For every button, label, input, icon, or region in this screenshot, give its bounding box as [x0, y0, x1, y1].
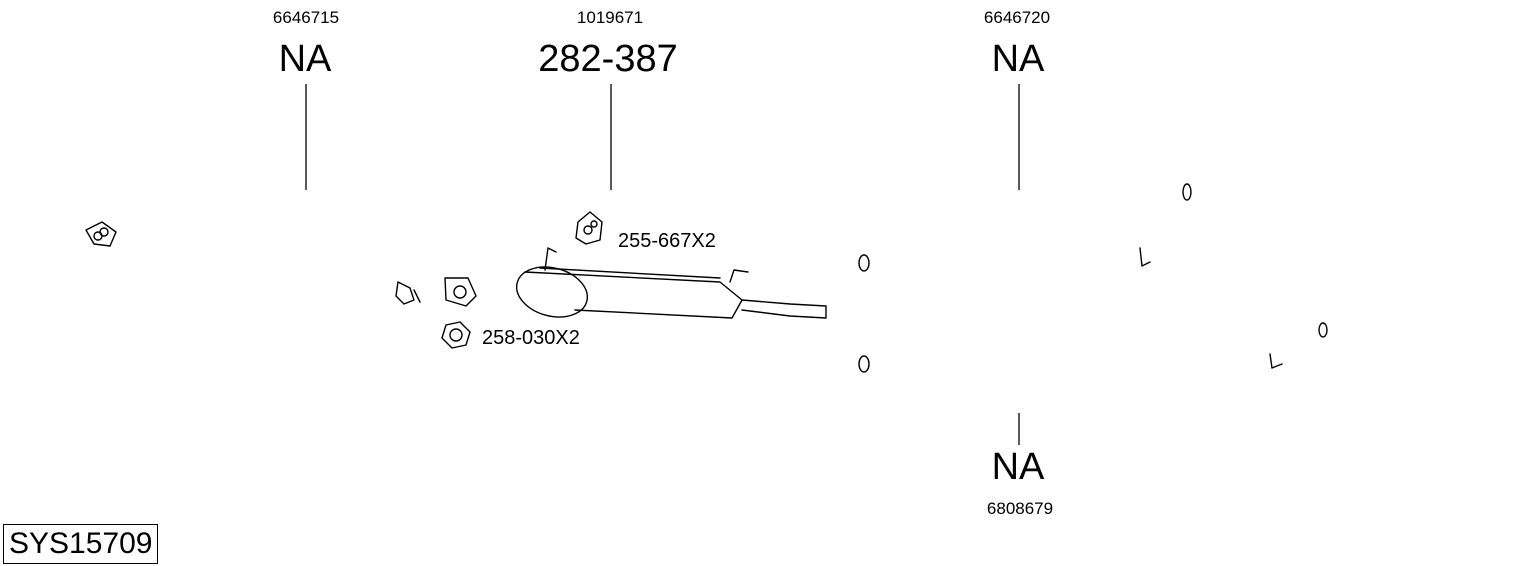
part-number-front-pipe[interactable]: NA	[278, 38, 332, 80]
oe-number-rear-pipe-lower: 6808679	[986, 499, 1054, 518]
part-number-rear-pipe-upper[interactable]: NA	[991, 38, 1045, 80]
part-number-middle-silencer[interactable]: 282-387	[538, 38, 678, 80]
rear-pipe-upper-drawing	[858, 183, 1192, 278]
accessory-label-mount[interactable]: 255-667X2	[618, 230, 716, 252]
accessory-label-nut[interactable]: 258-030X2	[482, 327, 580, 349]
middle-silencer-drawing	[444, 247, 827, 319]
front-pipe-drawing	[85, 221, 421, 344]
system-code-box: SYS15709	[3, 524, 159, 564]
rear-pipe-lower-drawing	[858, 322, 1328, 380]
oe-number-rear-pipe-upper: 6646720	[983, 8, 1051, 27]
oe-number-middle-silencer: 1019671	[576, 8, 644, 27]
hex-nut-icon	[441, 321, 471, 349]
part-number-rear-pipe-lower[interactable]: NA	[991, 446, 1045, 488]
oe-number-front-pipe: 6646715	[272, 8, 340, 27]
rubber-mount-icon	[575, 211, 603, 245]
